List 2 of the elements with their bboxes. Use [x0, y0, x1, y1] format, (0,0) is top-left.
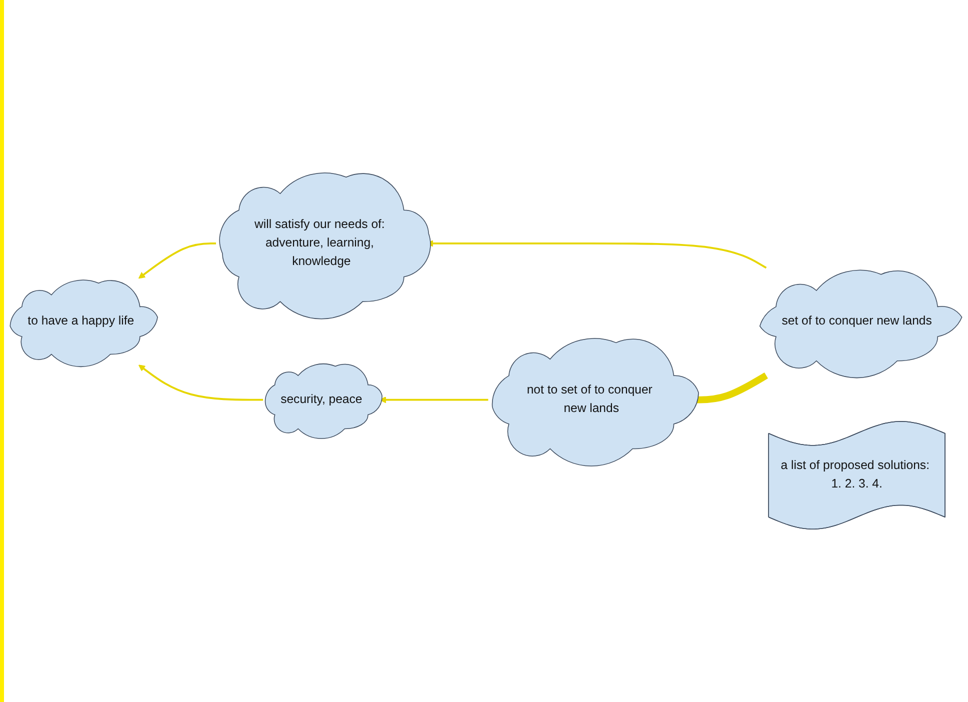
- arrow: [138, 364, 264, 401]
- arrow: [138, 242, 216, 279]
